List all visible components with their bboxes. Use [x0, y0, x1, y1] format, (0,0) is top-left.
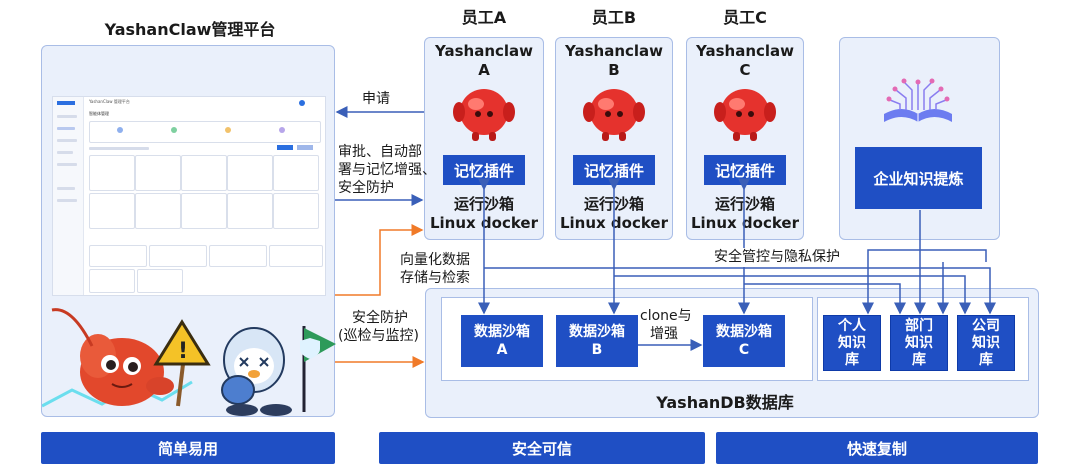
data-sandbox-a-label: 数据沙箱 [474, 324, 530, 340]
privacy-branch [867, 249, 987, 262]
company-knowledge-base: 公司知识库 [957, 315, 1015, 371]
crayfish-mascot [51, 308, 174, 406]
vector-label-2: 存储与检索 [400, 270, 470, 286]
privacy-label: 安全管控与隐私保护 [712, 248, 842, 267]
data-sandbox-b-label: 数据沙箱 [569, 324, 625, 340]
employee-c-mascot-icon [714, 89, 776, 141]
approve-label-1: 审批、自动部 [338, 144, 422, 160]
personal-kb-line2: 知识 [838, 334, 866, 351]
data-sandbox-b: 数据沙箱 B [556, 315, 638, 367]
employee-a-letter: A [478, 61, 490, 79]
personal-kb-line3: 库 [845, 351, 859, 368]
vector-label-1: 向量化数据 [400, 252, 470, 268]
data-sandbox-c: 数据沙箱 C [703, 315, 785, 367]
clone-label-2: 增强 [650, 326, 678, 342]
employee-b-header: 员工B [591, 8, 637, 27]
approve-label-2: 署与记忆增强、 [338, 162, 436, 178]
department-kb-line1: 部门 [905, 317, 933, 334]
data-sandbox-a: 数据沙箱 A [461, 315, 543, 367]
department-kb-line2: 知识 [905, 334, 933, 351]
privacy-line-2 [614, 275, 971, 315]
employee-c-name: Yashanclaw [695, 42, 795, 60]
employee-b-name: Yashanclaw [564, 42, 664, 60]
vector-arrow [335, 224, 424, 296]
clone-label-1: clone与 [640, 308, 692, 324]
department-knowledge-base: 部门知识库 [890, 315, 948, 371]
data-sandbox-c-label: 数据沙箱 [716, 324, 772, 340]
platform-panel: YashanClaw 管理平台 智能体管理 [41, 45, 336, 417]
company-kb-line2: 知识 [972, 334, 1000, 351]
company-kb-line1: 公司 [972, 317, 1000, 334]
employee-b-mascot-icon [583, 89, 645, 141]
svg-text:!: ! [178, 339, 188, 364]
footer-secure-trusted: 安全可信 [379, 432, 705, 464]
shield-flag-icon [300, 326, 336, 412]
platform-title: YashanClaw管理平台 [104, 20, 276, 39]
mascot-illustration: ! [42, 308, 336, 416]
screenshot-sidebar [53, 97, 84, 295]
screenshot-header: YashanClaw 管理平台 [89, 99, 130, 104]
privacy-line-1 [484, 267, 996, 315]
employee-c-letter: C [739, 61, 751, 79]
data-sandbox-c-letter: C [738, 342, 750, 358]
footer-fast-replication: 快速复制 [716, 432, 1038, 464]
employee-b-memory-plugin: 记忆插件 [573, 155, 655, 185]
knowledge-refine-button: 企业知识提炼 [855, 147, 982, 209]
knowledge-book-icon [884, 78, 952, 122]
employee-c-header: 员工C [723, 8, 767, 27]
employee-a-mascot-icon [453, 89, 515, 141]
penguin-mascot [221, 327, 292, 416]
department-kb-line3: 库 [912, 351, 926, 368]
privacy-line-3 [744, 283, 906, 315]
database-title: YashanDB数据库 [656, 393, 794, 412]
screenshot-subheader: 智能体管理 [89, 111, 109, 116]
employee-b-letter: B [608, 61, 620, 79]
footer-easy-to-use: 简单易用 [41, 432, 335, 464]
security-label-2: (巡检与监控) [338, 328, 419, 344]
employee-a-name: Yashanclaw [434, 42, 534, 60]
employee-a-header: 员工A [461, 8, 507, 27]
personal-kb-line1: 个人 [838, 317, 866, 334]
security-label-1: 安全防护 [352, 310, 408, 326]
warning-sign-icon: ! [153, 319, 211, 407]
data-sandbox-b-letter: B [591, 342, 603, 358]
approve-label-3: 安全防护 [338, 180, 394, 196]
apply-label: 申请 [362, 91, 390, 107]
personal-knowledge-base: 个人知识库 [823, 315, 881, 371]
data-sandbox-a-letter: A [496, 342, 508, 358]
company-kb-line3: 库 [979, 351, 993, 368]
platform-screenshot: YashanClaw 管理平台 智能体管理 [52, 96, 326, 296]
